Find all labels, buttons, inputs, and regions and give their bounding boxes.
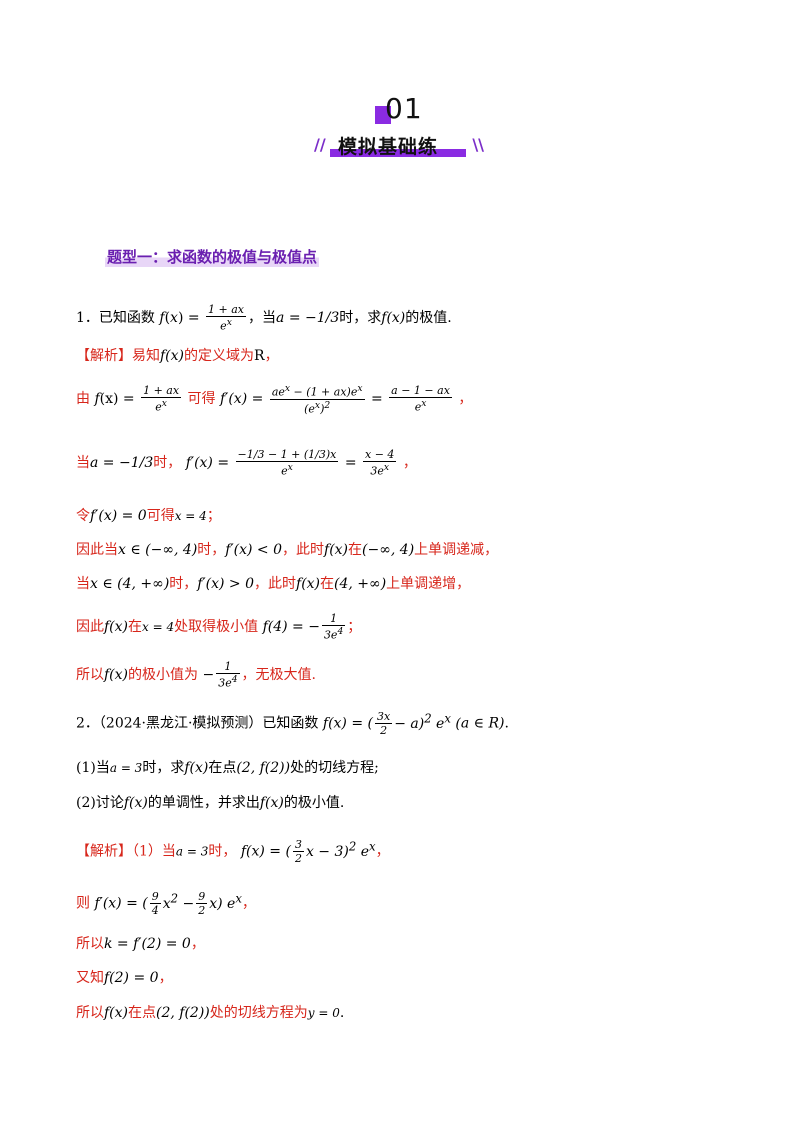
q2-solution-line-5: 所以f(x)在点(2, f(2))处的切线方程为y = 0.: [76, 1005, 345, 1021]
header-left-decor: //: [314, 135, 326, 154]
q2-solution-line-3: 所以k = f′(2) = 0，: [76, 936, 205, 952]
q2-part-2: (2)讨论f(x)的单调性，并求出f(x)的极小值.: [76, 795, 345, 811]
header-right-decor: \\: [472, 135, 484, 154]
section-title: 题型一：求函数的极值与极值点: [105, 246, 320, 267]
q2-solution-line-4: 又知f(2) = 0，: [76, 970, 173, 986]
q2-part-1: (1)当a = 3时，求f(x)在点(2, f(2))处的切线方程;: [76, 760, 379, 776]
q1-solution-line-4: 令f′(x) = 0可得x = 4；: [76, 508, 221, 524]
q1-solution-line-6: 当x ∈ (4, +∞)时，f′(x) > 0，此时f(x)在(4, +∞)上单…: [76, 576, 471, 592]
header-title: 模拟基础练: [338, 136, 439, 158]
header-number: 01: [385, 92, 423, 125]
q1-solution-line-1: 【解析】易知f(x)的定义域为R，: [76, 348, 279, 364]
q1-solution-line-5: 因此当x ∈ (−∞, 4)时，f′(x) < 0，此时f(x)在(−∞, 4)…: [76, 542, 499, 558]
header-underline: [330, 149, 466, 157]
header-number-accent: [375, 106, 391, 124]
header-title-bar: // \\: [314, 131, 484, 157]
